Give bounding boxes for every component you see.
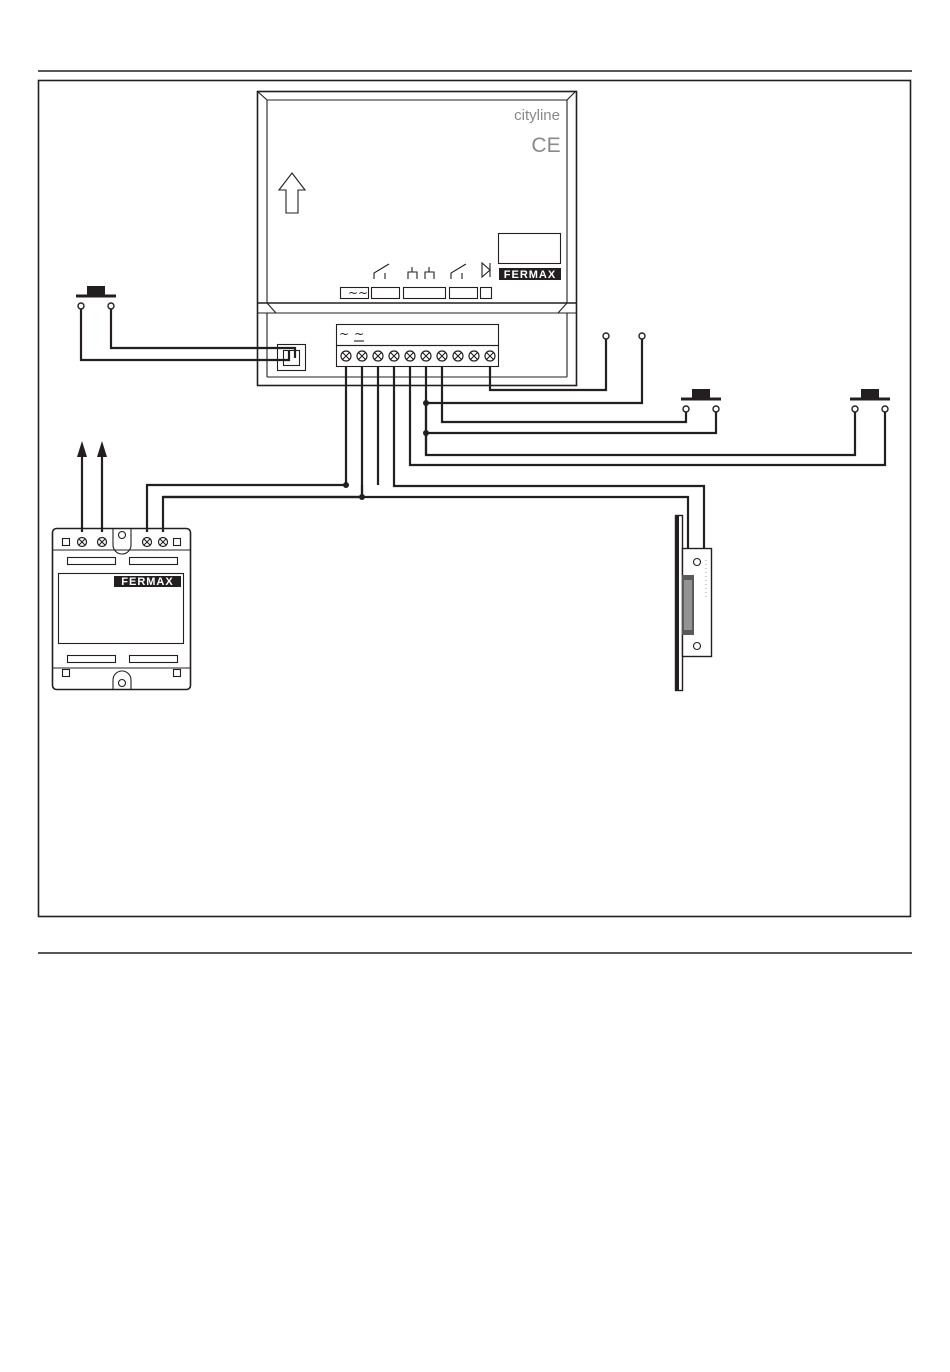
- screw-terminal: [421, 351, 431, 361]
- main-unit: cityline CE FERMAX: [257, 91, 577, 386]
- unit-outer-housing: [258, 92, 577, 386]
- arrow-up-icon: [77, 441, 87, 457]
- ac-symbol-1: ~: [339, 327, 349, 341]
- power-supply-housing: [53, 529, 191, 690]
- electric-lock: [676, 516, 712, 691]
- ps-brand-label: FERMAX: [121, 576, 173, 588]
- wire-ac-1: [147, 366, 346, 532]
- junction-dot: [423, 430, 429, 436]
- switch-symbols: [374, 263, 490, 279]
- wire-ac-2: [163, 366, 362, 532]
- wire-open-contact-b: [426, 339, 642, 403]
- arrow-up-icon: [97, 441, 107, 457]
- mains-input-arrows: [77, 441, 107, 532]
- brand-label: FERMAX: [504, 269, 556, 281]
- junction-dot: [423, 400, 429, 406]
- wire-lock-a: [394, 366, 704, 548]
- screw-terminal: [357, 351, 367, 361]
- junction-dot: [343, 482, 349, 488]
- diagram-frame: [39, 81, 911, 917]
- screw-terminal: [341, 351, 351, 361]
- screw-terminal: [437, 351, 447, 361]
- wire-open-contact-a: [490, 339, 606, 390]
- screw-terminals: [341, 351, 495, 361]
- connector-symbol: ~: [348, 286, 358, 300]
- wire-mid-button: [442, 366, 686, 422]
- screw-terminal: [453, 351, 463, 361]
- connector-symbol-2: ~: [358, 286, 368, 300]
- ps-screw-terminal: [143, 538, 152, 547]
- screw-terminal: [405, 351, 415, 361]
- wiring: [81, 307, 885, 548]
- screw-terminal: [469, 351, 479, 361]
- model-label: cityline: [514, 107, 560, 124]
- screw-terminal: [485, 351, 495, 361]
- label-window: [499, 234, 561, 264]
- open-contact-terminals: [603, 333, 645, 339]
- ps-screw-terminal: [98, 538, 107, 547]
- power-supply-unit: FERMAX: [52, 528, 191, 690]
- ps-screw-terminal: [159, 538, 168, 547]
- wire-far-button: [410, 366, 885, 465]
- up-arrow-icon: [279, 173, 305, 213]
- push-button-right: [850, 389, 890, 412]
- screw-terminal: [373, 351, 383, 361]
- ce-mark: CE: [531, 134, 560, 157]
- wire-lock-b: [163, 497, 688, 548]
- ps-screw-terminal: [78, 538, 87, 547]
- push-button-left: [76, 286, 116, 309]
- push-button-middle: [681, 389, 721, 412]
- junction-dot: [359, 494, 365, 500]
- ac-symbol-2: ~: [354, 327, 364, 341]
- screw-terminal: [389, 351, 399, 361]
